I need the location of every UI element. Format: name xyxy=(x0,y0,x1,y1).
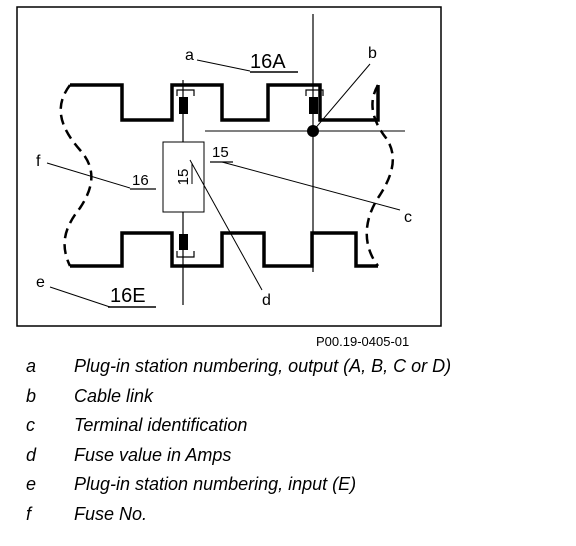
legend-item: f Fuse No. xyxy=(22,502,562,532)
leader-e xyxy=(49,286,111,308)
legend-text: Terminal identification xyxy=(74,415,248,435)
legend-text: Plug-in station numbering, input (E) xyxy=(74,474,357,494)
bottom-left-clip xyxy=(176,251,195,258)
leader-a xyxy=(196,59,251,72)
legend-item: d Fuse value in Amps xyxy=(22,443,562,473)
top-right-contact xyxy=(309,97,318,114)
callout-d: d xyxy=(262,292,271,309)
terminal-id-label: 15 xyxy=(212,144,229,161)
output-station-label: 16A xyxy=(250,51,286,73)
left-break-line xyxy=(59,84,93,267)
legend: a Plug-in station numbering, output (A, … xyxy=(22,354,562,531)
callout-f: f xyxy=(36,153,41,170)
top-right-clip xyxy=(305,89,324,96)
top-left-contact xyxy=(179,97,188,114)
callout-c: c xyxy=(404,209,412,226)
legend-item: c Terminal identification xyxy=(22,413,562,443)
fuse-number-label: 16 xyxy=(132,172,149,189)
legend-key: c xyxy=(26,415,35,435)
legend-text: Plug-in station numbering, output (A, B,… xyxy=(74,356,452,376)
fuse-box xyxy=(162,141,205,213)
legend-item: b Cable link xyxy=(22,384,562,414)
legend-text: Fuse No. xyxy=(74,503,148,524)
bottom-left-contact xyxy=(179,234,188,250)
callout-a: a xyxy=(185,47,194,64)
legend-key: f xyxy=(26,503,32,524)
leader-d xyxy=(189,159,263,291)
top-left-clip xyxy=(176,89,195,96)
legend-item: e Plug-in station numbering, input (E) xyxy=(22,472,562,502)
legend-key: b xyxy=(26,385,37,406)
fuse-value-label: 15 xyxy=(175,169,192,186)
fuse-diagram: 15 a 16A b 15 c f 16 d e 16E xyxy=(16,6,442,327)
right-break-line xyxy=(365,84,395,267)
legend-key: d xyxy=(26,444,37,465)
leader-c xyxy=(221,161,401,211)
leader-f xyxy=(46,162,131,189)
legend-text: Cable link xyxy=(74,385,154,406)
callout-b: b xyxy=(368,45,377,62)
leader-b xyxy=(312,63,371,132)
input-station-label: 16E xyxy=(110,285,146,307)
legend-key: a xyxy=(26,356,37,376)
legend-key: e xyxy=(26,474,37,494)
reference-code: P00.19-0405-01 xyxy=(316,334,410,349)
legend-item: a Plug-in station numbering, output (A, … xyxy=(22,354,562,384)
legend-text: Fuse value in Amps xyxy=(74,444,232,465)
callout-e: e xyxy=(36,274,45,291)
top-connector-outline xyxy=(70,83,380,122)
diagram-frame xyxy=(16,6,442,327)
bottom-connector-outline xyxy=(70,231,378,268)
